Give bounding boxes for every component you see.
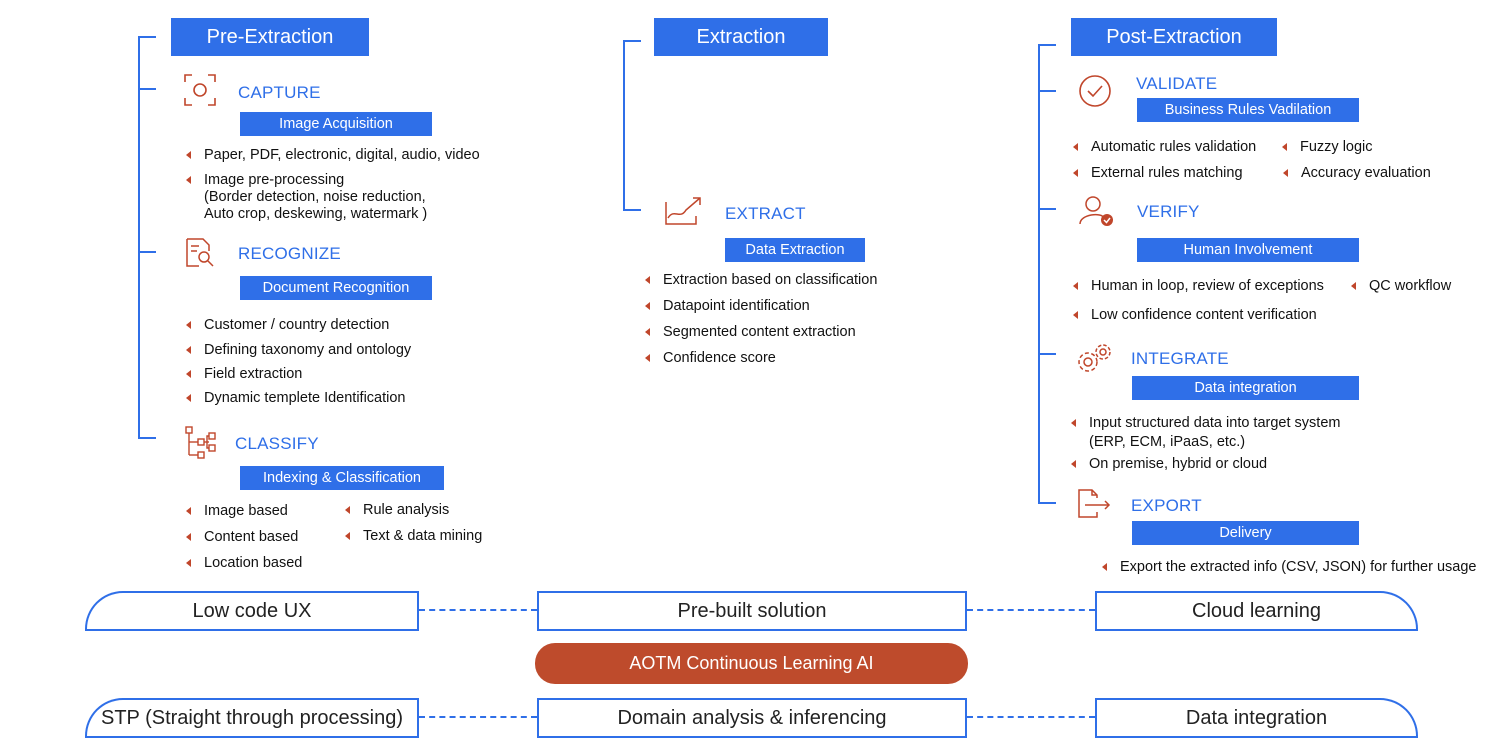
list-item: Location based [186,555,302,572]
post-bracket-tick-export [1038,502,1056,504]
connector-dash [967,716,1095,718]
list-item: Low confidence content verification [1073,307,1317,324]
low-code-ux-base [85,629,419,631]
post-extraction-title: Post-Extraction [1071,18,1277,56]
domain-analysis-base [537,736,967,738]
recognize-pill: Document Recognition [240,276,432,300]
integrate-input-line: (ERP, ECM, iPaaS, etc.) [1089,434,1246,450]
capture-pill: Image Acquisition [240,112,432,136]
extract-title: EXTRACT [725,204,806,223]
list-item: Datapoint identification [645,298,810,315]
ext-bracket-tick-top [623,40,641,42]
list-item: Image based [186,503,288,520]
preprocessing-line: (Border detection, noise reduction, [204,189,426,205]
list-item: External rules matching [1073,165,1243,182]
list-item: Text & data mining [345,528,482,545]
verify-title: VERIFY [1137,202,1200,221]
connector-dash [419,716,537,718]
recognize-icon [186,238,214,267]
pre-bracket-tick-classify [138,437,156,439]
pre-built-solution-box: Pre-built solution [537,591,967,630]
verify-pill: Human Involvement [1137,238,1359,262]
list-item: Image pre-processing (Border detection, … [186,172,427,223]
recognize-title: RECOGNIZE [238,244,341,263]
list-item: Accuracy evaluation [1283,165,1431,182]
list-item: Export the extracted info (CSV, JSON) fo… [1102,559,1477,576]
integrate-pill: Data integration [1132,376,1359,400]
list-item: Confidence score [645,350,776,367]
list-item: Segmented content extraction [645,324,856,341]
domain-analysis-box: Domain analysis & inferencing [537,698,967,737]
list-item: Human in loop, review of exceptions [1073,278,1324,295]
connector-dash [967,609,1095,611]
list-item: Extraction based on classification [645,272,877,289]
data-integration-box: Data integration [1095,698,1418,737]
data-integration-base [1095,736,1418,738]
pre-bracket-tick-top [138,36,156,38]
validate-title: VALIDATE [1136,74,1218,93]
post-bracket-tick-validate [1038,90,1056,92]
cloud-learning-base [1095,629,1418,631]
export-pill: Delivery [1132,521,1359,545]
list-item: Defining taxonomy and ontology [186,342,411,359]
classify-icon [185,426,216,459]
extraction-title: Extraction [654,18,828,56]
post-bracket-tick-top [1038,44,1056,46]
list-item: QC workflow [1351,278,1451,295]
list-item: Dynamic templete Identification [186,390,406,407]
list-item: Automatic rules validation [1073,139,1256,156]
post-bracket-tick-integrate [1038,353,1056,355]
connector-dash [419,609,537,611]
list-item: Input structured data into target system… [1071,415,1340,451]
stp-base [85,736,419,738]
capture-icon [184,74,216,106]
classify-pill: Indexing & Classification [240,466,444,490]
list-item: Content based [186,529,298,546]
pre-extraction-title: Pre-Extraction [171,18,369,56]
ext-bracket-vertical [623,40,625,210]
pre-built-solution-base [537,629,967,631]
preprocessing-line: Image pre-processing [204,172,345,188]
export-icon [1078,489,1111,518]
validate-icon [1079,75,1111,107]
integrate-icon [1078,344,1111,372]
list-item: Fuzzy logic [1282,139,1373,156]
ext-bracket-tick-extract [623,209,641,211]
list-item: Field extraction [186,366,302,383]
extract-icon [665,197,701,225]
preprocessing-line: Auto crop, deskewing, watermark ) [204,206,428,222]
integrate-input-line: Input structured data into target system [1089,415,1341,431]
classify-title: CLASSIFY [235,434,319,453]
post-bracket-tick-verify [1038,208,1056,210]
list-item: Customer / country detection [186,317,389,334]
extract-pill: Data Extraction [725,238,865,262]
post-bracket-vertical [1038,44,1040,504]
integrate-title: INTEGRATE [1131,349,1229,368]
pre-bracket-tick-capture [138,88,156,90]
aotm-continuous-learning-banner: AOTM Continuous Learning AI [535,643,968,684]
validate-pill: Business Rules Vadilation [1137,98,1359,122]
capture-title: CAPTURE [238,83,321,102]
cloud-learning-box: Cloud learning [1095,591,1418,630]
pre-bracket-vertical [138,36,140,438]
export-title: EXPORT [1131,496,1202,515]
pre-bracket-tick-recognize [138,251,156,253]
list-item: Rule analysis [345,502,449,519]
low-code-ux-box: Low code UX [85,591,419,630]
list-item: On premise, hybrid or cloud [1071,456,1267,473]
stp-box: STP (Straight through processing) [85,698,419,737]
verify-icon [1079,196,1113,226]
list-item: Paper, PDF, electronic, digital, audio, … [186,147,480,164]
